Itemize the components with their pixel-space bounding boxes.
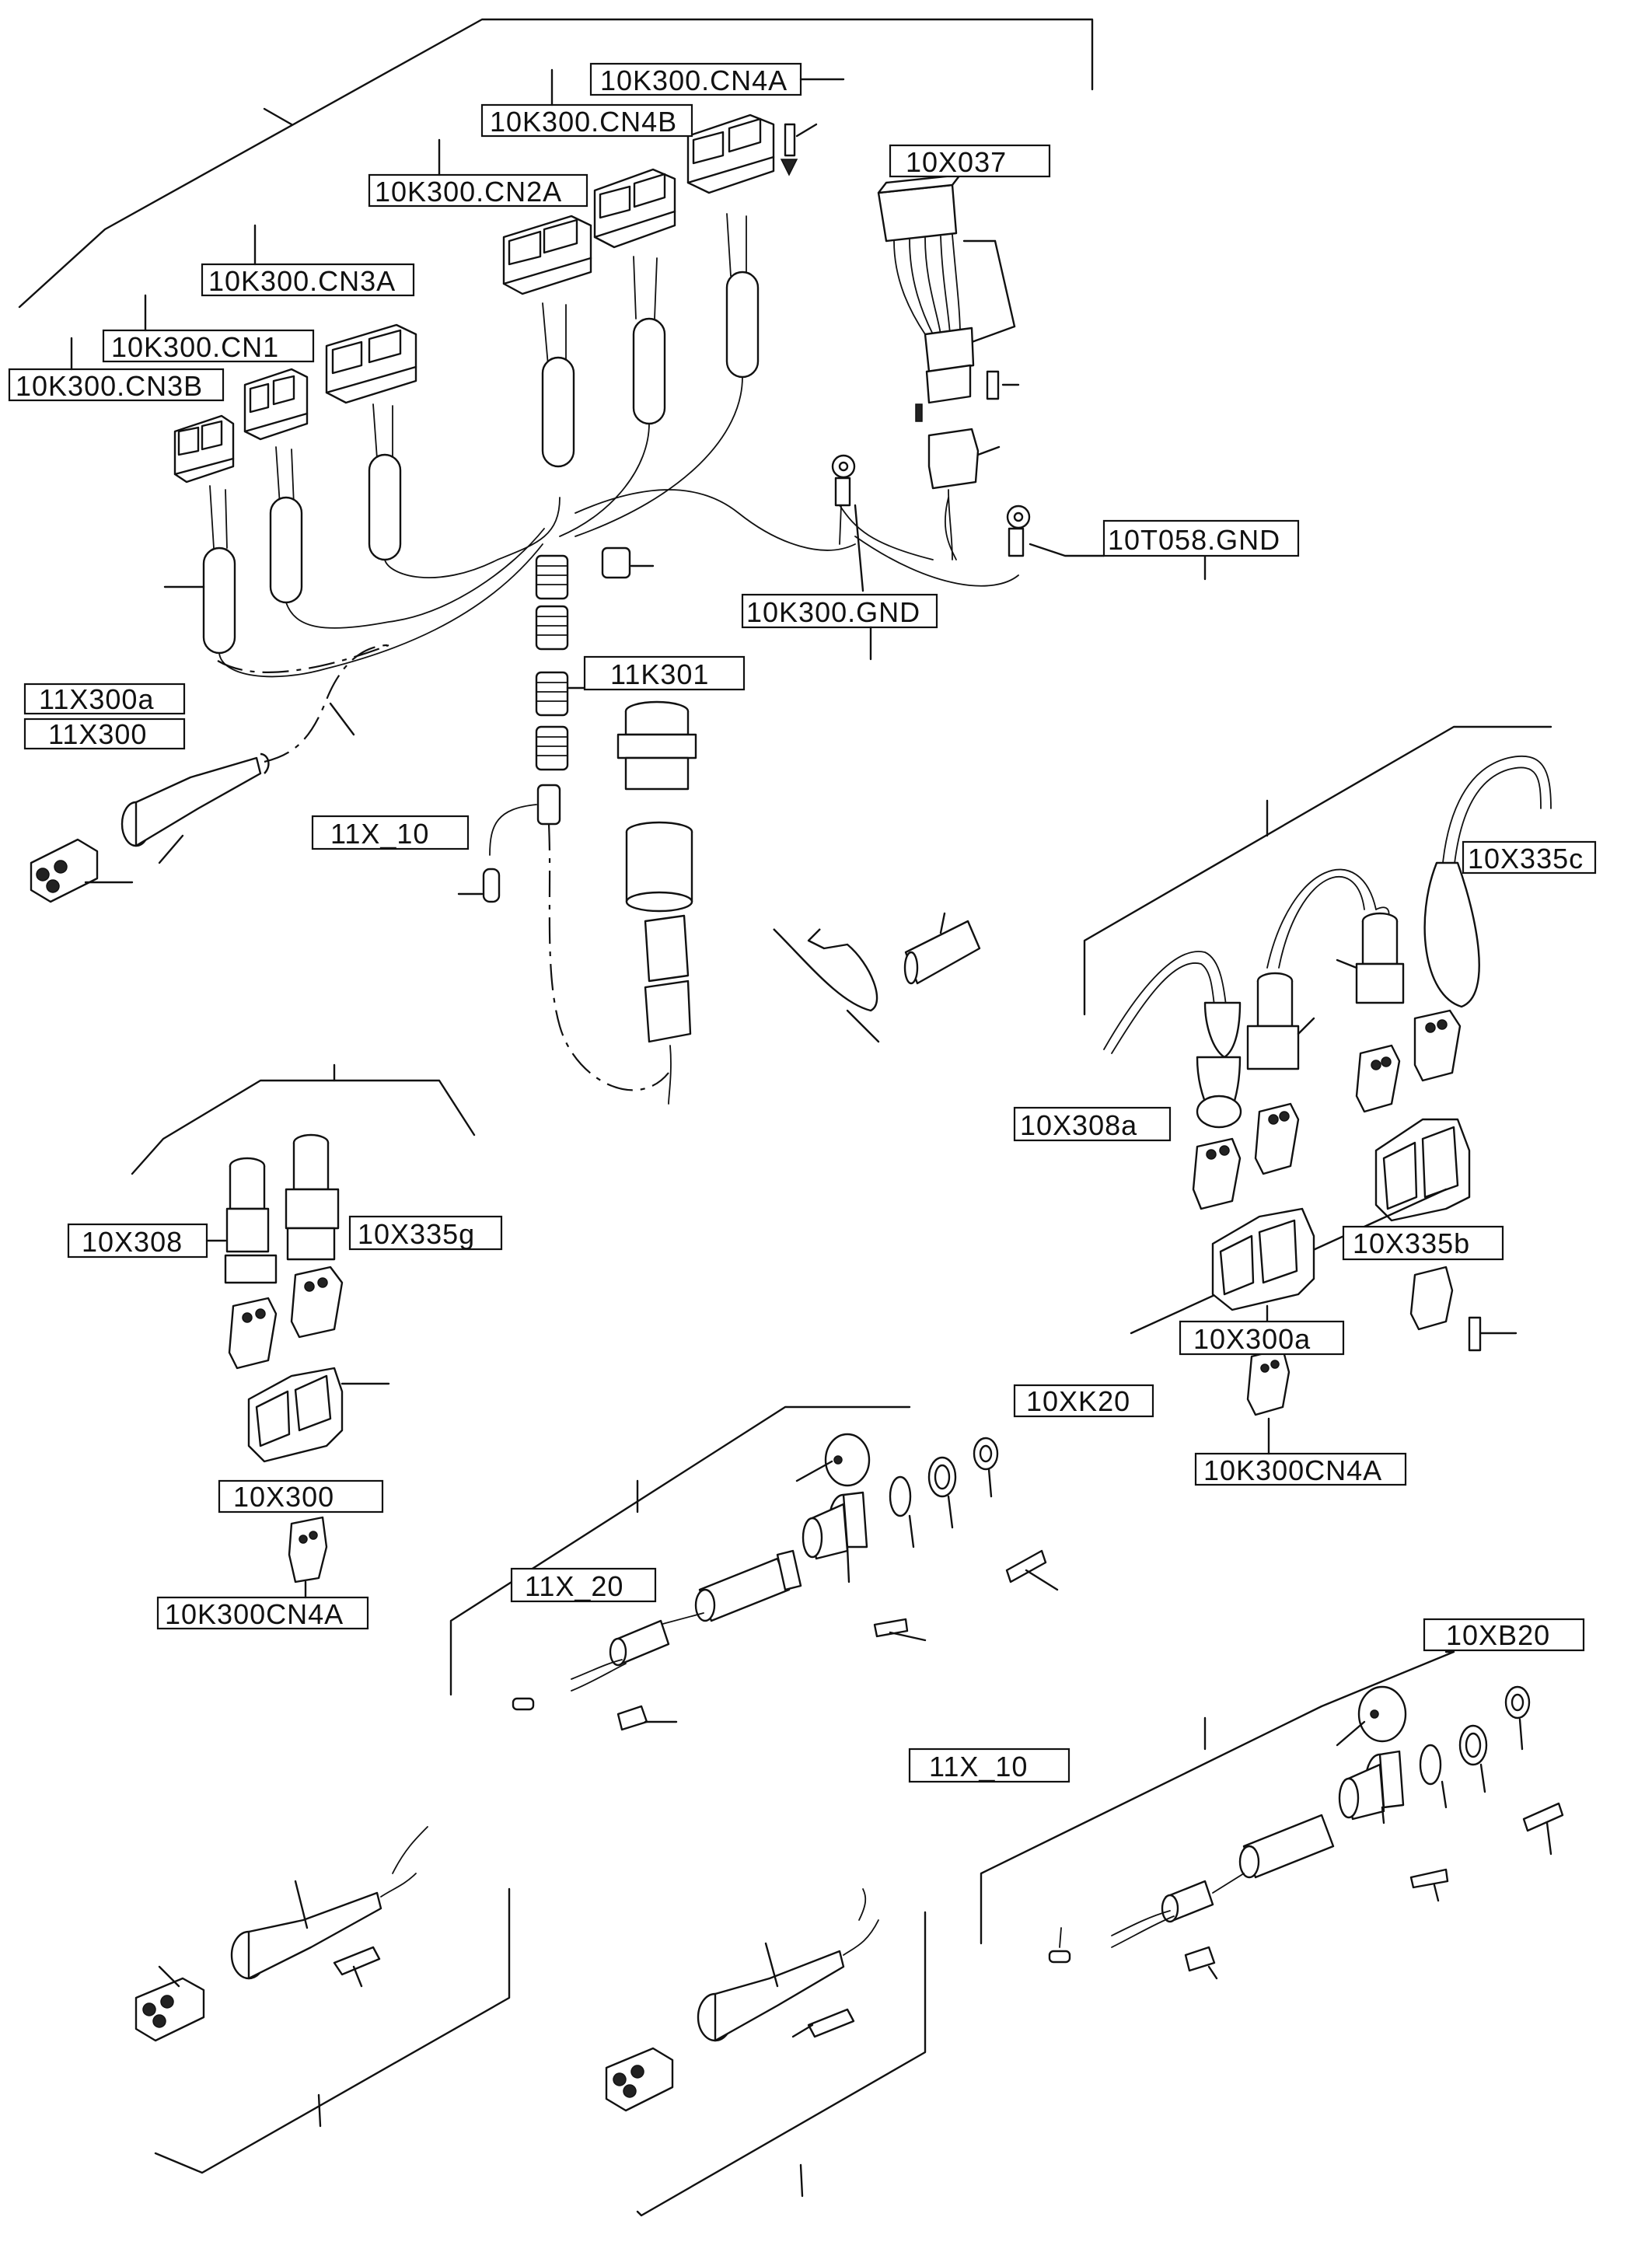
label-x308a: 10X308a	[1013, 1106, 1172, 1142]
label-k300cn4a-left: 10K300CN4A	[156, 1580, 369, 1630]
bracket-10xb20	[980, 1650, 1455, 1945]
label-k300gnd: 10K300.GND	[741, 593, 938, 661]
sensor-10x308a	[1103, 951, 1242, 1210]
label-x300-11: 11X300	[23, 718, 186, 750]
svg-text:10K300.CN4B: 10K300.CN4B	[490, 106, 677, 138]
sensor-10x335c	[1336, 755, 1552, 1113]
plug-bottom-middle	[605, 1888, 927, 2217]
sensor-10x335g	[285, 1133, 344, 1339]
label-cn2a: 10K300.CN2A	[368, 138, 589, 208]
svg-text:10K300.GND: 10K300.GND	[746, 596, 920, 628]
svg-text:11X300a: 11X300a	[39, 683, 154, 715]
plug-bottom-left	[134, 1826, 511, 2174]
harness-wires	[217, 376, 1019, 678]
connector-cn3a	[325, 323, 417, 561]
label-cn1: 10K300.CN1	[102, 294, 315, 363]
svg-text:10K300CN4A: 10K300CN4A	[1203, 1454, 1382, 1486]
svg-text:10K300.CN3B: 10K300.CN3B	[16, 370, 203, 402]
cable-tie	[773, 928, 880, 1043]
svg-text:10X335g: 10X335g	[358, 1218, 475, 1250]
sleeve-tube	[903, 912, 981, 985]
grommet-stack	[457, 546, 669, 1091]
connector-cn3b	[163, 414, 236, 655]
svg-text:10K300.CN1: 10K300.CN1	[111, 331, 279, 363]
svg-text:10X300a: 10X300a	[1193, 1323, 1311, 1355]
svg-text:10K300.CN3A: 10K300.CN3A	[208, 265, 396, 297]
svg-text:10X335b: 10X335b	[1353, 1227, 1470, 1259]
svg-text:10X300: 10X300	[233, 1481, 334, 1513]
bracket-right-middle	[1083, 725, 1552, 1016]
bracket-left-middle	[131, 1063, 476, 1175]
label-x300a-10: 10X300a	[1179, 1320, 1345, 1356]
label-x037: 10X037	[889, 144, 1051, 178]
connector-10xk20-parts	[512, 1433, 1059, 1731]
label-cn4b: 10K300.CN4B	[480, 68, 693, 138]
connector-cn1	[243, 368, 309, 604]
label-xk20: 10XK20	[1013, 1384, 1154, 1418]
svg-text:10XB20: 10XB20	[1446, 1619, 1550, 1651]
housing-10x335b	[1130, 1118, 1518, 1352]
svg-text:10K300CN4A: 10K300CN4A	[165, 1598, 344, 1630]
svg-text:11X_10: 11X_10	[330, 818, 429, 850]
svg-text:10K300.CN2A: 10K300.CN2A	[375, 176, 562, 208]
svg-text:10X308a: 10X308a	[1020, 1109, 1137, 1141]
svg-text:10K300.CN4A: 10K300.CN4A	[600, 65, 788, 96]
label-k301: 11K301	[583, 655, 746, 691]
label-cn3b: 10K300.CN3B	[8, 337, 225, 402]
label-x-10-a: 11X_10	[311, 815, 470, 850]
bracket-11x20	[449, 1405, 911, 1696]
label-xb20: 10XB20	[1423, 1618, 1585, 1652]
svg-text:11K301: 11K301	[610, 658, 709, 690]
label-x300a-11: 11X300a	[23, 683, 186, 715]
connector-cn4a	[686, 113, 818, 379]
ring-terminal-k300gnd	[831, 454, 864, 592]
label-k300cn4a-right: 10K300CN4A	[1194, 1417, 1407, 1486]
connector-10x037	[877, 173, 1020, 560]
housing-10x300	[247, 1367, 390, 1583]
svg-text:11X_20: 11X_20	[525, 1570, 623, 1602]
label-x335b: 10X335b	[1342, 1225, 1504, 1261]
connector-cn4b	[593, 168, 676, 425]
svg-text:10X335c: 10X335c	[1468, 843, 1584, 875]
connector-cn2a	[502, 215, 592, 468]
svg-text:10T058.GND: 10T058.GND	[1108, 524, 1280, 556]
label-cn4a: 10K300.CN4A	[589, 62, 845, 96]
svg-text:10XK20: 10XK20	[1026, 1385, 1130, 1417]
housing-10x300a	[1211, 1207, 1315, 1416]
label-cn3a: 10K300.CN3A	[201, 224, 415, 297]
svg-text:11X300: 11X300	[48, 718, 147, 750]
label-x-20: 11X_20	[510, 1567, 657, 1603]
connector-10xb20-parts	[1048, 1685, 1564, 1980]
plug-11x300	[30, 644, 389, 903]
label-x308: 10X308	[67, 1223, 227, 1259]
top-assembly-bracket	[18, 18, 1094, 309]
label-x335g: 10X335g	[348, 1215, 503, 1251]
label-x335c: 10X335c	[1462, 840, 1597, 875]
bushing-11k301	[616, 700, 697, 1105]
label-x300-10: 10X300	[218, 1479, 384, 1514]
label-t058gnd: 10T058.GND	[1102, 519, 1300, 557]
sensor-middle-right	[1246, 868, 1377, 1175]
label-x-10-b: 11X_10	[908, 1747, 1070, 1783]
svg-text:10X308: 10X308	[82, 1226, 183, 1258]
svg-text:10X037: 10X037	[906, 146, 1007, 178]
ring-terminal-t058gnd	[1006, 505, 1207, 581]
svg-text:11X_10: 11X_10	[929, 1751, 1028, 1782]
sensor-10x308	[224, 1157, 278, 1370]
